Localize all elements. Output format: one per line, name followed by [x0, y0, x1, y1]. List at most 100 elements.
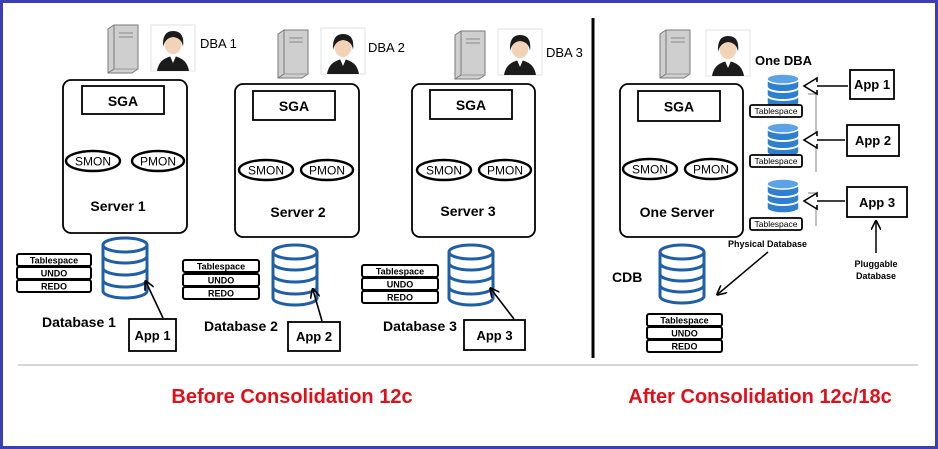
svg-text:UNDO: UNDO	[41, 269, 68, 279]
dba-person-icon	[497, 28, 543, 76]
one-dba-label: One DBA	[755, 53, 813, 68]
storage-stack: Tablespace UNDO REDO	[16, 253, 92, 293]
dba-person-icon	[320, 27, 366, 75]
pluggable-db-3: Tablespace App 3	[749, 178, 908, 231]
database-label: Database 1	[42, 314, 116, 330]
pdb-tablespace-label: Tablespace	[754, 156, 797, 166]
cdb-label: CDB	[612, 269, 642, 285]
app-arrow	[491, 289, 515, 320]
app-box	[849, 69, 895, 100]
storage-stack: Tablespace UNDO REDO	[361, 264, 439, 304]
server-tower-icon	[454, 30, 486, 80]
pmon-process	[299, 158, 355, 182]
database-cylinder-icon	[101, 236, 149, 300]
smon-label: SMON	[75, 155, 111, 169]
app-box	[846, 186, 908, 218]
sga-label: SGA	[108, 93, 138, 109]
server-label: Server 1	[90, 198, 145, 214]
storage-stack: Tablespace UNDO REDO	[182, 259, 260, 300]
smon-process	[237, 158, 295, 182]
database-label: Database 2	[204, 318, 278, 334]
smon-process	[415, 158, 473, 182]
app-label: App 3	[476, 328, 512, 343]
pluggable-label-line1: Pluggable	[854, 259, 897, 269]
before-column-1: DBA 1 SGA SMON PMON Server 1 Tablespace …	[16, 24, 237, 352]
dba-person-icon	[705, 29, 751, 77]
dba-label: DBA 1	[200, 36, 237, 51]
dba-person-icon	[150, 24, 196, 72]
pmon-label: PMON	[693, 163, 729, 177]
server-box	[62, 79, 188, 234]
pluggable-db-2: Tablespace App 2	[749, 122, 900, 172]
server-tower-icon	[659, 29, 691, 79]
svg-text:UNDO: UNDO	[208, 276, 235, 286]
database-cylinder-icon	[447, 243, 495, 307]
pdb-tablespace-box	[749, 104, 803, 118]
svg-text:Tablespace: Tablespace	[660, 316, 708, 326]
app-label: App 1	[854, 77, 890, 92]
app-label: App 1	[134, 328, 170, 343]
smon-process	[621, 157, 679, 181]
pmon-process	[477, 158, 533, 182]
app-box	[128, 318, 177, 352]
sga-label: SGA	[456, 97, 486, 113]
svg-text:UNDO: UNDO	[387, 280, 414, 290]
smon-label: SMON	[426, 164, 462, 178]
before-column-2: DBA 2 SGA SMON PMON Server 2 Tablespace …	[182, 27, 405, 352]
server-tower-icon	[107, 24, 139, 74]
app-arrow	[313, 290, 323, 322]
sga-box	[81, 85, 165, 115]
pdb-tablespace-box	[749, 217, 803, 231]
svg-text:UNDO: UNDO	[671, 329, 698, 339]
sga-box	[637, 90, 721, 122]
app-label: App 2	[855, 133, 891, 148]
sga-box	[429, 89, 513, 120]
pdb-cylinder-icon	[766, 122, 800, 158]
pmon-label: PMON	[309, 164, 345, 178]
app-label: App 2	[296, 329, 332, 344]
before-column-3: DBA 3 SGA SMON PMON Server 3 Tablespace …	[361, 28, 583, 351]
server-tower-icon	[277, 29, 309, 79]
smon-label: SMON	[632, 163, 668, 177]
server-label: One Server	[640, 204, 715, 220]
pdb-cylinder-icon	[766, 178, 800, 214]
svg-text:Tablespace: Tablespace	[30, 256, 78, 266]
svg-text:REDO: REDO	[41, 282, 67, 292]
app-arrow	[146, 282, 164, 319]
svg-text:REDO: REDO	[671, 342, 697, 352]
caption-after: After Consolidation 12c/18c	[628, 386, 891, 408]
server-box	[411, 83, 536, 238]
svg-text:Tablespace: Tablespace	[197, 262, 245, 272]
sga-label: SGA	[279, 98, 309, 114]
server-box	[234, 83, 360, 238]
one-server-box	[619, 83, 744, 238]
pmon-process	[130, 149, 186, 173]
cdb-cylinder-icon	[658, 243, 706, 305]
smon-label: SMON	[248, 164, 284, 178]
pdb-cylinder-icon	[766, 73, 800, 109]
after-section: One DBA SGA SMON PMON One Server Tablesp…	[612, 29, 908, 353]
sga-label: SGA	[664, 99, 694, 115]
pdb-tablespace-label: Tablespace	[754, 219, 797, 229]
server-label: Server 3	[440, 203, 495, 219]
app-box	[846, 124, 900, 157]
database-label: Database 3	[383, 318, 457, 334]
pluggable-db-1: Tablespace App 1	[749, 69, 895, 133]
svg-text:REDO: REDO	[208, 289, 234, 299]
app-box	[287, 321, 341, 352]
pmon-label: PMON	[487, 164, 523, 178]
physical-database-label: Physical Database	[728, 239, 807, 249]
sga-box	[252, 90, 336, 121]
pluggable-label-line2: Database	[856, 271, 896, 281]
pdb-tablespace-box	[749, 154, 803, 168]
app-label: App 3	[859, 195, 895, 210]
database-cylinder-icon	[271, 243, 319, 307]
physical-db-arrow	[718, 251, 769, 294]
server-label: Server 2	[270, 204, 325, 220]
app-box	[463, 319, 526, 351]
pmon-label: PMON	[140, 155, 176, 169]
smon-process	[64, 149, 122, 173]
cdb-storage-stack: Tablespace UNDO REDO	[646, 313, 723, 353]
svg-text:REDO: REDO	[387, 293, 413, 303]
